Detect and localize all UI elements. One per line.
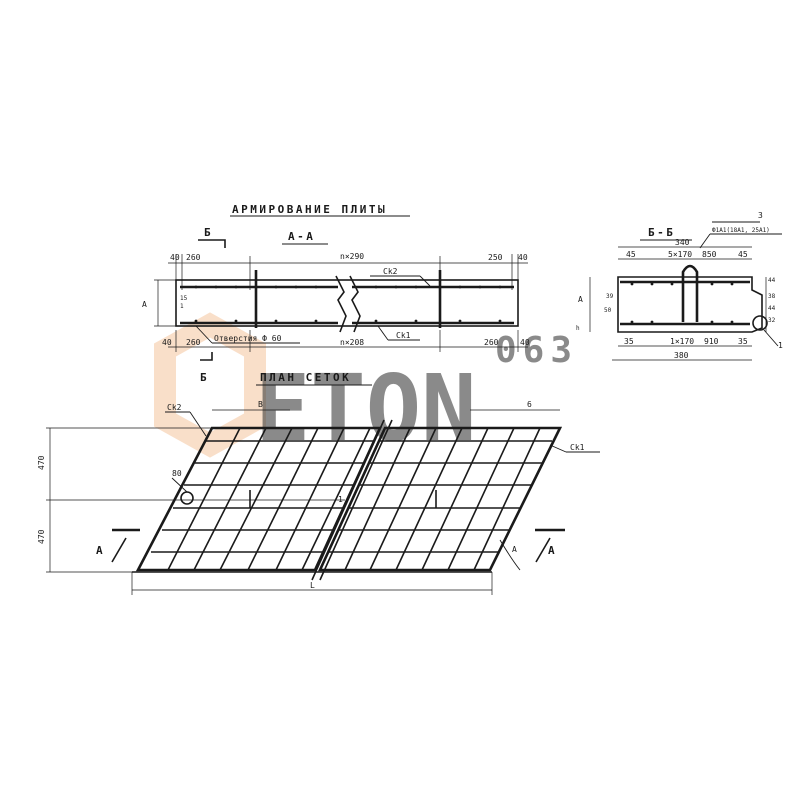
bb-dim-up-1: 45	[626, 250, 636, 259]
plan-heading: ПЛАН СЕТОК	[260, 371, 351, 384]
aa-dim-top-1: 40	[170, 253, 180, 262]
aa-dim-bot-2: 260	[186, 338, 201, 347]
aa-dim-top-2: 260	[186, 253, 201, 262]
aa-break-mark	[335, 275, 347, 333]
aa-mark-ck2: Сk2	[383, 267, 398, 276]
plan-label-b-left: B	[258, 400, 263, 409]
bb-right-dim-2: 38	[768, 293, 776, 300]
bb-section-outline	[617, 276, 763, 333]
plan-dim-left-top: 470	[37, 455, 46, 470]
bb-height-label: h	[576, 325, 580, 332]
aa-dim-bot-4: 260	[484, 338, 499, 347]
watermark: ETON 063	[154, 312, 578, 462]
bb-dim-up-4: 45	[738, 250, 748, 259]
plan-cut-left: A	[96, 544, 105, 557]
section-aa-cut-marker-top: Б	[204, 226, 213, 239]
plan-hole-dim: 80	[172, 469, 182, 478]
plan-mark-ck1: Ck1	[570, 443, 585, 452]
mesh-right-outline	[317, 426, 563, 572]
aa-mark-ck1: Ck1	[396, 331, 411, 340]
plan-dim-left-bottom: 470	[37, 529, 46, 544]
bb-rebar-circle	[752, 315, 768, 331]
aa-bar-dots	[194, 285, 502, 323]
bb-callout-num2: 1	[778, 341, 783, 350]
bb-dim-low-2: 1×170	[670, 337, 694, 346]
watermark-digits: 063	[495, 330, 578, 371]
aa-slab-outline	[175, 279, 519, 327]
mesh-left-outline	[135, 426, 383, 572]
bb-right-dim-1: 44	[768, 277, 776, 284]
bb-lifting-loop	[681, 264, 699, 322]
bb-height-label-alt: A	[578, 295, 583, 304]
plan-label-b-right: 6	[527, 400, 532, 409]
aa-height-label: A	[142, 300, 147, 309]
bb-dim-up-2: 5×170	[668, 250, 692, 259]
aa-dim-top-4: 250	[488, 253, 503, 262]
aa-dim-top-3: n×290	[340, 252, 364, 261]
section-aa-cut-label: А-А	[288, 230, 315, 243]
bb-right-dim-4: 32	[768, 317, 776, 324]
bb-dim-low-4: 35	[738, 337, 748, 346]
aa-dim-bot-1: 40	[162, 338, 172, 347]
watermark-brand: ETON	[255, 355, 477, 462]
section-aa-cut-marker-bottom: Б	[200, 371, 209, 384]
mesh-left-bars	[151, 427, 374, 571]
aa-small-mark-2: 1	[180, 303, 184, 310]
plan-break-label: 1	[338, 495, 343, 504]
plan-angle-label: A	[512, 545, 517, 554]
plan-meshes: ПЛАН СЕТОК 470 470 B 6	[37, 371, 600, 595]
aa-dim-bot-3: n×208	[340, 338, 364, 347]
plan-cut-right: A	[548, 544, 557, 557]
plan-hole	[180, 491, 194, 505]
bb-callout-text: Ф1А1(18А1, 25А1)	[712, 227, 770, 234]
bb-callout-num: 3	[758, 211, 763, 220]
section-aa: АРМИРОВАНИЕ ПЛИТЫ Б А-А 40 260 n×290 250…	[142, 203, 530, 384]
bb-dim-low-3: 910	[704, 337, 719, 346]
section-bb: Б-Б 3 Ф1А1(18А1, 25А1) 340 45 5×170 850 …	[576, 211, 783, 361]
aa-dim-top-5: 40	[518, 253, 528, 262]
bb-left-dim-2: 50	[604, 307, 612, 314]
watermark-logo-icon	[154, 312, 266, 458]
bb-overall-top: 340	[675, 238, 690, 247]
bb-right-dim-3: 44	[768, 305, 776, 312]
bb-overall-bottom: 380	[674, 351, 689, 360]
mesh-right-bars	[328, 427, 552, 571]
section-aa-heading: АРМИРОВАНИЕ ПЛИТЫ	[232, 203, 387, 216]
plan-break-mark	[311, 419, 393, 581]
aa-small-mark-1: 15	[180, 295, 188, 302]
section-bb-cut-label: Б-Б	[648, 226, 675, 239]
aa-note-holes: Отверстия Ф 60	[214, 334, 282, 343]
bb-left-dim-1: 39	[606, 293, 614, 300]
plan-mark-ck2: Ck2	[167, 403, 182, 412]
plan-length-label: L	[310, 581, 315, 590]
bb-dim-low-1: 35	[624, 337, 634, 346]
bb-dim-up-3: 850	[702, 250, 717, 259]
aa-dim-bot-5: 40	[520, 338, 530, 347]
